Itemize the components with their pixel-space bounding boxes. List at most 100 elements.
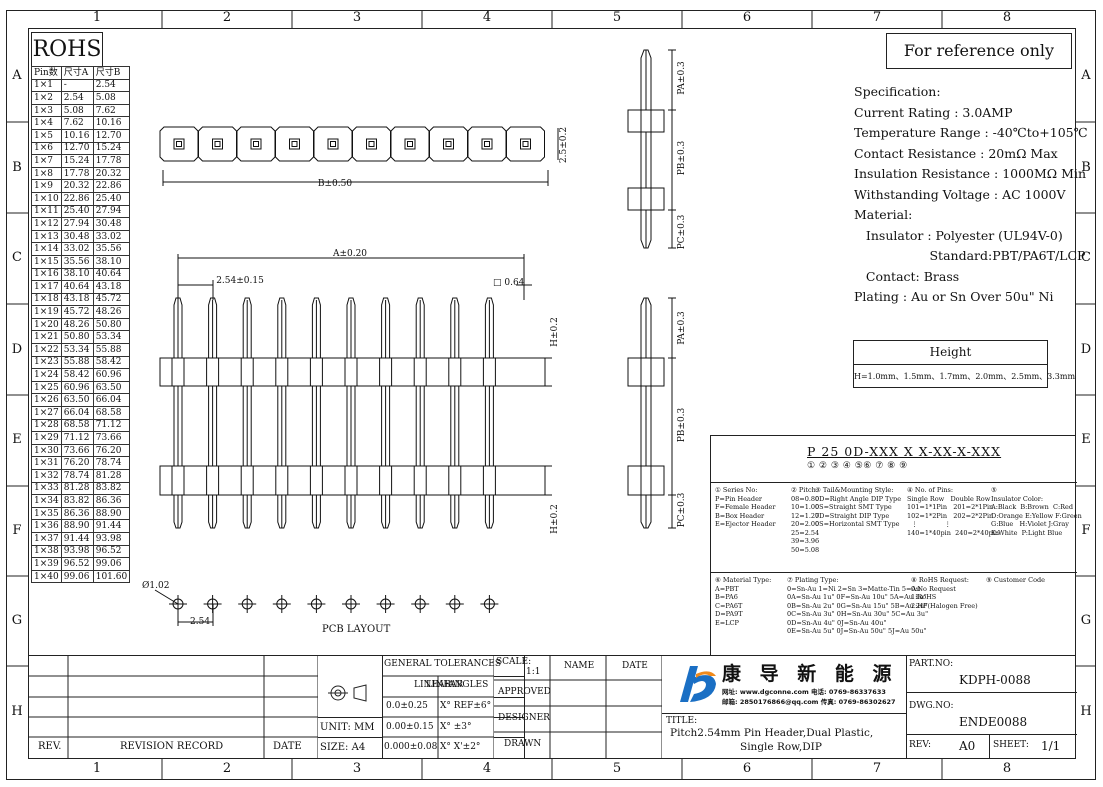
dwg-no-label: DWG.NO: <box>909 701 954 711</box>
dimension-label: PB±0.3 <box>677 407 687 442</box>
legend-line: ⋮ ⋮ <box>907 520 951 528</box>
dimension-label: PCB LAYOUT <box>322 624 391 635</box>
designer-label: DESIGNER <box>498 713 550 723</box>
general-tolerances: GENERAL TOLERANCES <box>384 659 502 669</box>
company-logo-icon <box>680 666 716 702</box>
pin-square <box>520 138 531 150</box>
zone-marker: 4 <box>482 761 492 776</box>
pin-table-cell: 30.48 <box>60 229 94 244</box>
height-values: H=1.0mm、1.5mm、1.7mm、2.0mm、2.5mm、3.3mm <box>854 372 1076 381</box>
legend-line: 20=2.00 <box>791 520 820 528</box>
pin-square-inner <box>445 141 452 147</box>
pin-table-cell: 99.06 <box>60 569 94 584</box>
legend-line: Single Row Double Row <box>907 494 991 503</box>
pin-top <box>311 297 321 358</box>
pin-table-cell: 17.78 <box>60 166 94 181</box>
rev-label: REV: <box>909 740 931 750</box>
dimension-label: PA±0.3 <box>677 311 687 345</box>
legend-line: ① Series No: <box>715 486 758 494</box>
pin-table-cell: 101.60 <box>92 569 131 584</box>
dimension-label: 2.54±0.15 <box>216 276 264 286</box>
legend-line: K:White P:Light Blue <box>991 528 1063 537</box>
zone-marker: 6 <box>742 761 752 776</box>
legend-line: ⑧ RoHS Request: <box>911 576 969 584</box>
side-view-top <box>627 49 676 249</box>
pin-square <box>212 138 223 150</box>
spec-line: Insulator : Polyester (UL94V-0) <box>854 227 1063 243</box>
inner-frame <box>28 28 1076 759</box>
pin-table-cell: 7.62 <box>92 103 131 118</box>
legend-line: ⑤ <box>991 486 997 494</box>
housing-cell <box>159 126 199 162</box>
angle-tol-2: X° ±3° <box>440 722 472 732</box>
side-housing <box>627 109 665 133</box>
height-title: Height <box>854 341 1047 365</box>
size-label: SIZE: A4 <box>320 742 366 753</box>
linear-tol-1: 0.0±0.25 <box>386 701 428 711</box>
zone-marker: D <box>11 342 23 357</box>
dimension-label: PC±0.3 <box>677 492 687 527</box>
drawing-title-2: Single Row,DIP <box>740 741 822 753</box>
linear-col: LINEAR <box>426 680 464 690</box>
legend-line: A=PBT <box>715 584 739 593</box>
side-housing <box>627 465 665 496</box>
housing-cell <box>467 126 507 162</box>
spec-line: Plating : Au or Sn Over 50u" Ni <box>854 289 1054 304</box>
pin-square-inner <box>484 141 490 147</box>
legend-line: 2:HF(Halogen Free) <box>911 601 978 610</box>
dwg-no-value: ENDE0088 <box>959 715 1028 729</box>
legend-line: E=Ejector Header <box>715 520 776 528</box>
part-code-legend: P 25 0D-XXX X X-XX-X-XXX ① ② ③ ④ ⑤⑥ ⑦ ⑧ … <box>710 435 1082 655</box>
zone-marker: 8 <box>1002 761 1012 776</box>
linear-tol-3: 0.000±0.08 <box>384 742 438 752</box>
sheet-label: SHEET: <box>993 740 1029 750</box>
zone-marker: C <box>12 250 22 265</box>
zone-marker: 7 <box>872 761 882 776</box>
pin-square-inner <box>291 141 298 147</box>
dimension-label: □ 0.64 <box>493 278 525 288</box>
dimension-label: H±0.2 <box>550 317 560 347</box>
pin-square <box>327 138 339 150</box>
projection-symbol <box>328 684 367 702</box>
pin-table-row: 1×1-2.54 <box>31 78 131 93</box>
pin-square <box>404 138 416 150</box>
pin-top <box>346 297 356 358</box>
legend-line: 102=1*2Pin 202=2*2Pin <box>907 511 994 520</box>
dimension-label: B±0.50 <box>318 179 352 189</box>
legend-line: ⑦ Plating Type: <box>787 576 839 584</box>
legend-line: C=PA6T <box>715 601 743 610</box>
pin-square <box>289 138 300 150</box>
zone-marker: 7 <box>872 10 882 25</box>
dimension-label: Ø1.02 <box>142 580 169 591</box>
dimension-label: A±0.20 <box>332 249 367 259</box>
company-mail: 邮箱: 2850176866@qq.com 传真: 0769-86302627 <box>722 698 896 706</box>
spec-line: Material: <box>854 207 913 222</box>
pin-square-inner <box>176 141 182 147</box>
legend-line: 0D=Right Angle DIP Type <box>815 494 902 503</box>
legend-line: E=LCP <box>715 618 739 627</box>
pin-square-inner <box>214 141 221 147</box>
legend-line: D:Orange E:Yellow F:Green <box>991 511 1082 520</box>
pin-square <box>366 138 377 150</box>
pin-table-cell: 68.58 <box>92 406 131 420</box>
